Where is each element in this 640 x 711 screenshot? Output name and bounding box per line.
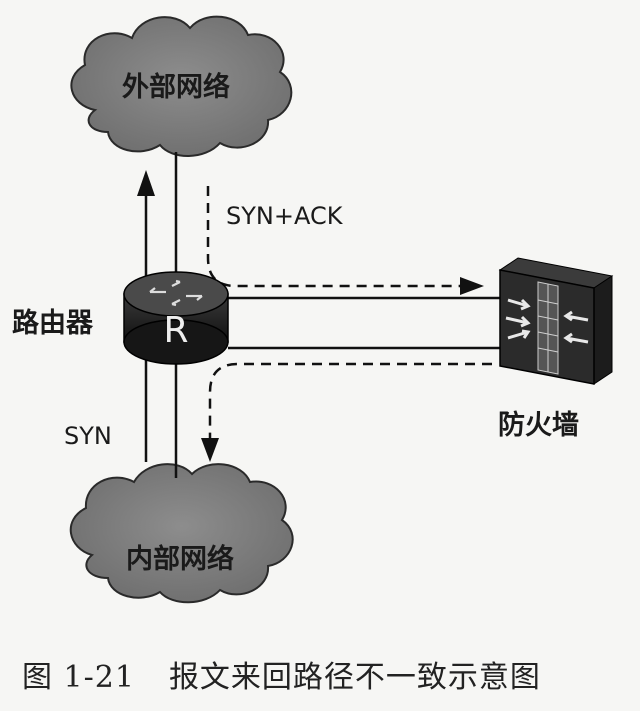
syn-ack-arrowhead-down [201,438,219,462]
syn-ack-path-to-internal [201,362,492,462]
syn-label: SYN [64,422,112,450]
firewall-icon [498,257,614,385]
syn-ack-dashed-in [206,186,470,288]
router-symbol: R [163,310,188,351]
syn-ack-label: SYN+ACK [226,202,344,230]
firewall-grid-icon [537,284,559,372]
figure-title: 报文来回路径不一致示意图 [168,660,541,695]
firewall-label: 防火墙 [498,410,579,441]
syn-ack-dashed-out [208,362,492,446]
external-network-label: 外部网络 [122,71,230,103]
router-label: 路由器 [12,307,94,339]
router-icon: R [123,271,229,365]
figure-number: 图 1-21 [22,660,135,695]
external-network-cloud: 外部网络 [70,15,293,157]
router-top-arrows-icon [149,279,203,307]
internal-network-cloud: 内部网络 [69,463,294,604]
internal-network-label: 内部网络 [126,543,234,575]
syn-ack-arrowhead-right [460,277,484,295]
syn-arrowhead [137,170,155,196]
firewall-arrows-icon [505,298,589,344]
figure-caption: 图 1-21 报文来回路径不一致示意图 [22,652,541,696]
